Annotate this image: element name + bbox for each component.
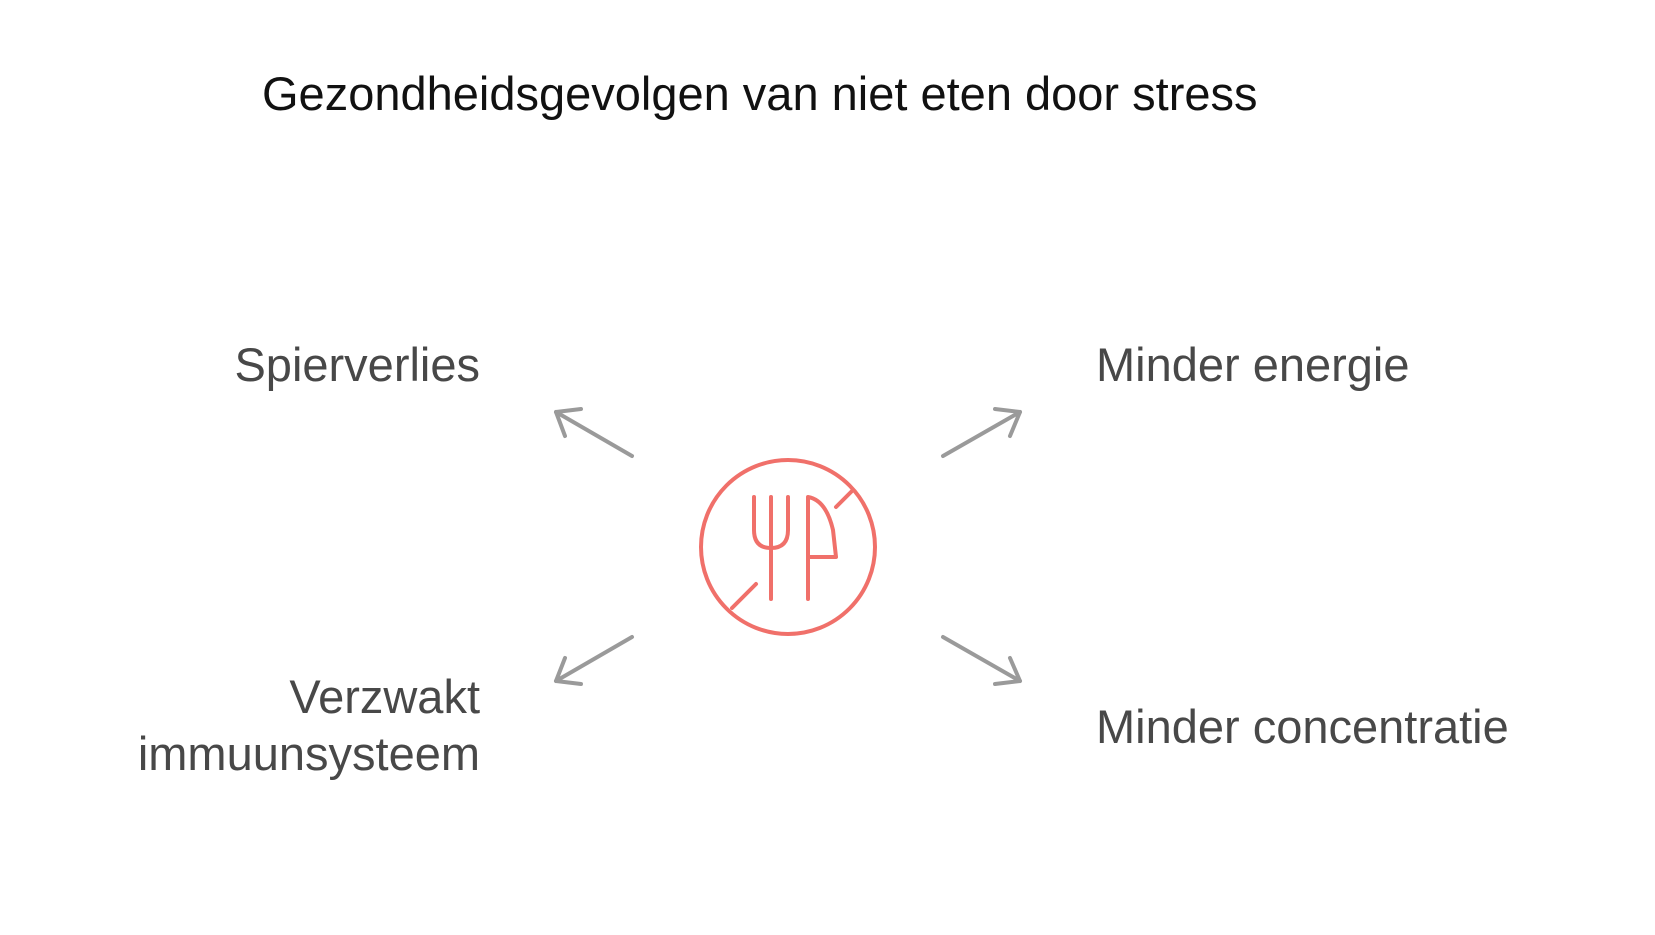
no-food-icon [699, 458, 877, 636]
consequence-label: Minder concentratie [1096, 700, 1509, 753]
arrow-bottom-right [941, 635, 1022, 686]
arrow-top-left [554, 407, 634, 458]
consequence-label: Spierverlies [234, 338, 480, 391]
consequence-top-left: Spierverlies [234, 336, 480, 393]
consequence-top-right: Minder energie [1096, 336, 1410, 393]
consequence-label-line-1: Verzwakt [289, 670, 480, 723]
consequence-label: Minder energie [1096, 338, 1410, 391]
arrow-bottom-left [554, 635, 634, 686]
arrow-top-right [941, 407, 1022, 458]
consequence-bottom-right: Minder concentratie [1096, 698, 1509, 755]
consequence-label-line-2: immuunsysteem [137, 727, 480, 780]
diagram-title: Gezondheidsgevolgen van niet eten door s… [262, 67, 1258, 120]
consequence-bottom-left: Verzwakt immuunsysteem [138, 668, 480, 782]
